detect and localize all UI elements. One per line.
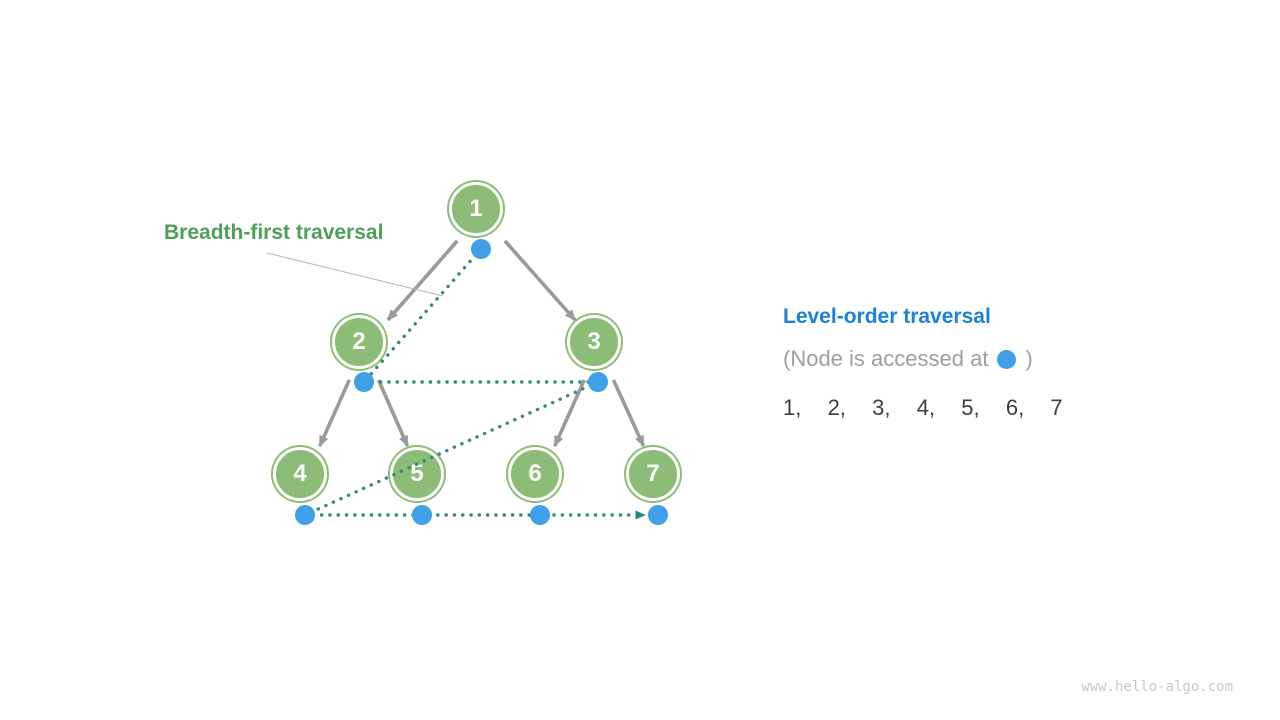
access-dot-6 — [530, 505, 550, 525]
tree-node-2: 2 — [332, 315, 386, 369]
access-dot-7 — [648, 505, 668, 525]
access-note-suffix: ) — [1025, 346, 1033, 371]
level-order-panel: Level-order traversal (Node is accessed … — [783, 305, 1063, 421]
access-dot-1 — [471, 239, 491, 259]
access-note: (Node is accessed at ) — [783, 346, 1063, 372]
tree-edge-3-7 — [611, 379, 646, 447]
tree-node-4-label: 4 — [293, 460, 307, 487]
access-dot-4 — [295, 505, 315, 525]
breadth-first-traversal-label: Breadth-first traversal — [164, 221, 384, 244]
access-dot-legend-icon — [997, 349, 1017, 369]
access-dot-5 — [412, 505, 432, 525]
tree-node-7: 7 — [626, 447, 680, 501]
tree-node-1: 1 — [449, 182, 503, 236]
label-leader-line — [266, 252, 444, 297]
level-order-title: Level-order traversal — [783, 305, 991, 328]
traversal-dotted-segment-1 — [362, 247, 483, 384]
tree-node-3-label: 3 — [587, 328, 601, 355]
tree-node-5-label: 5 — [410, 460, 424, 487]
access-dot-2 — [354, 372, 374, 392]
access-note-prefix: (Node is accessed at — [783, 346, 989, 371]
traversal-sequence: 1, 2, 3, 4, 5, 6, 7 — [783, 395, 1063, 420]
tree-node-6: 6 — [508, 447, 562, 501]
traversal-dotted-segment-3 — [303, 380, 600, 517]
tree-edge-1-2 — [386, 239, 459, 322]
tree-node-1-label: 1 — [469, 195, 483, 222]
tree-node-7-label: 7 — [646, 460, 660, 487]
tree-node-4: 4 — [273, 447, 327, 501]
tree-node-5: 5 — [390, 447, 444, 501]
tree-edge-2-4 — [318, 379, 351, 448]
watermark-url: www.hello-algo.com — [1081, 679, 1233, 695]
access-dot-3 — [588, 372, 608, 392]
tree-node-3: 3 — [567, 315, 621, 369]
tree-node-6-label: 6 — [528, 460, 542, 487]
tree-edge-2-5 — [376, 379, 410, 447]
tree-node-2-label: 2 — [352, 328, 366, 355]
tree-edge-3-6 — [553, 379, 586, 448]
tree-edge-1-3 — [503, 239, 577, 322]
